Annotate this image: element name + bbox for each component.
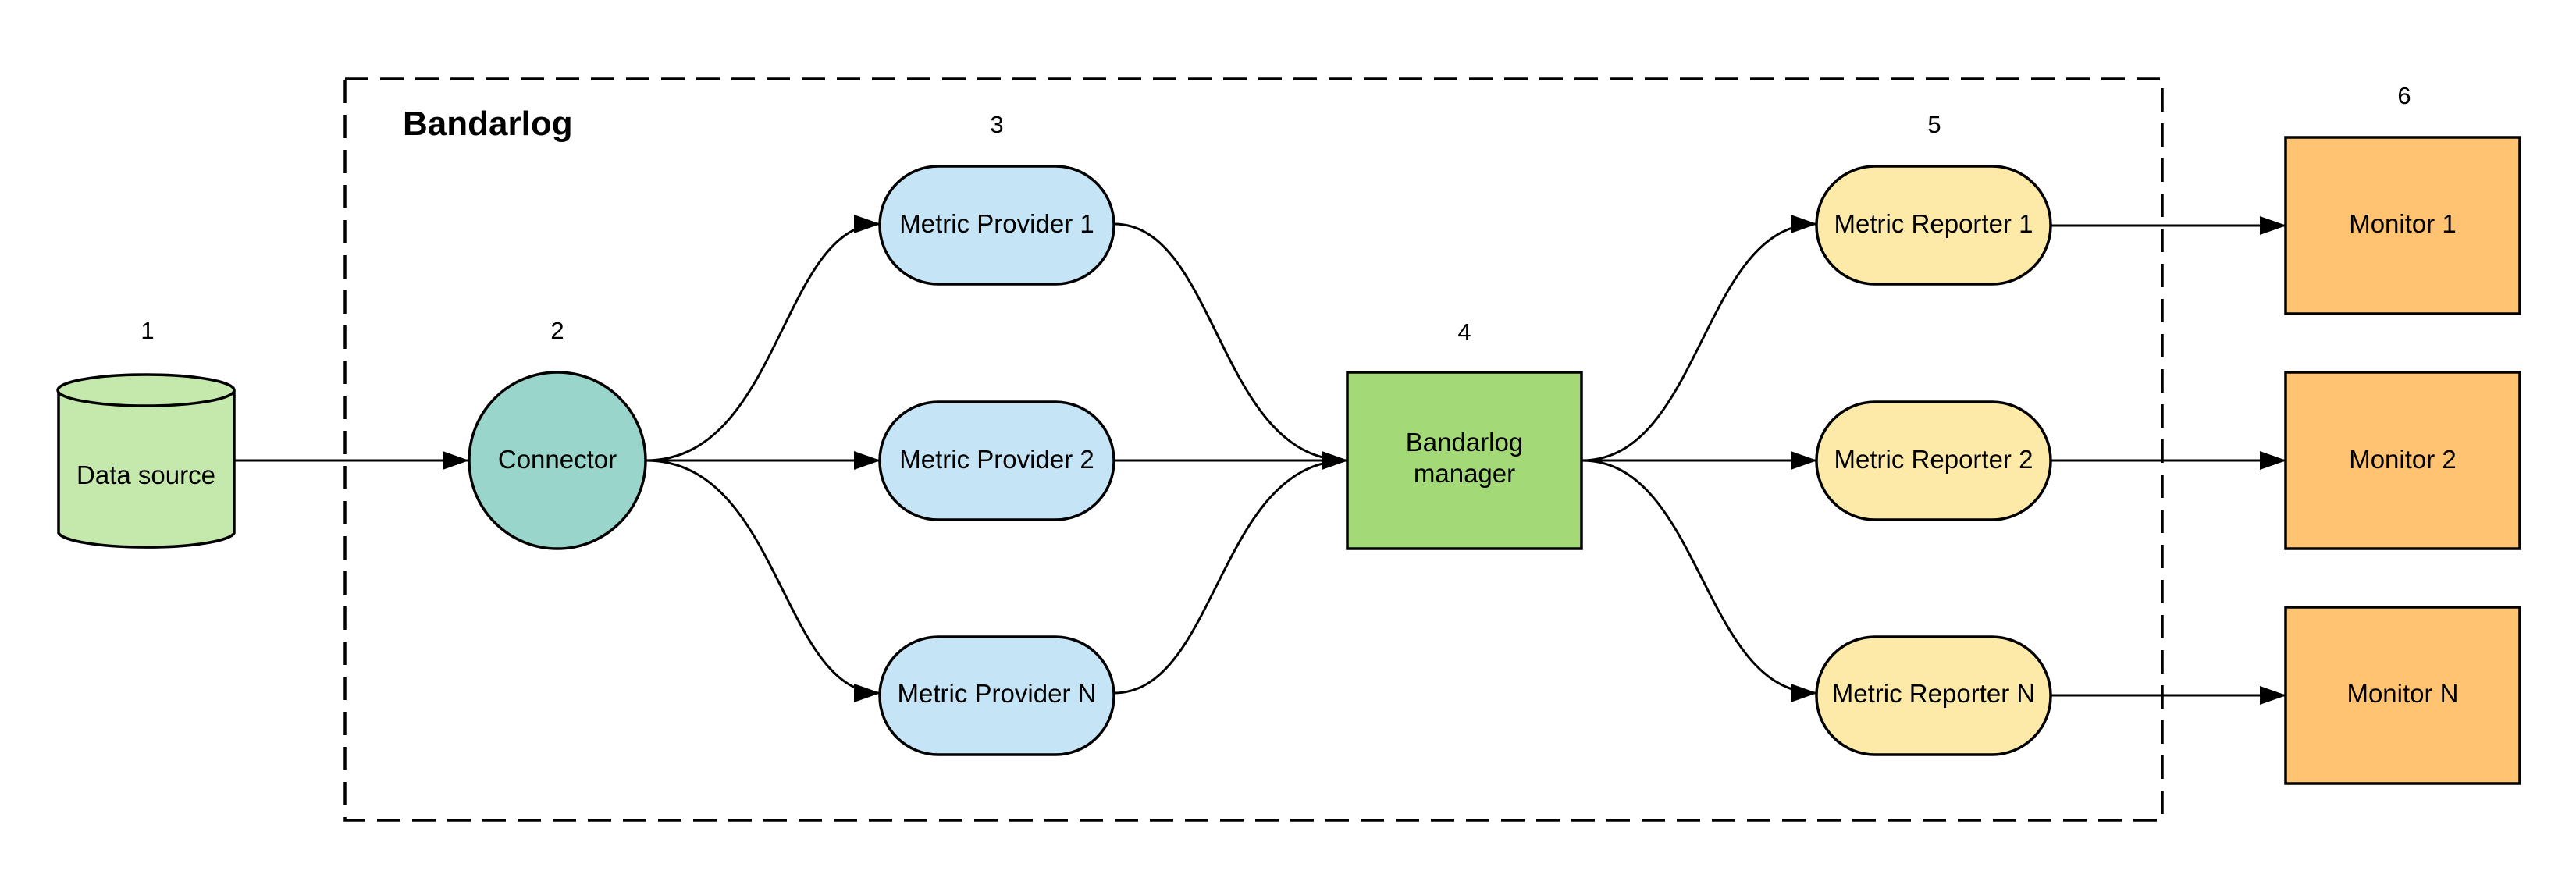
edge-provider-n-to-manager xyxy=(1113,451,1348,695)
data-source-label: Data source xyxy=(76,460,215,489)
metric-reporter-n-label: Metric Reporter N xyxy=(1832,679,2035,708)
data-source-node: Data source xyxy=(56,373,236,549)
connector-label: Connector xyxy=(498,445,617,474)
metric-provider-1: Metric Provider 1 xyxy=(878,165,1115,286)
monitor-n-label: Monitor N xyxy=(2347,679,2458,708)
edge-connector-to-provider-n xyxy=(645,459,881,702)
bandarlog-manager-node: Bandarlog manager xyxy=(1346,371,1583,550)
monitor-1: Monitor 1 xyxy=(2284,136,2521,315)
edges xyxy=(234,215,2286,705)
manager-label-line-1: Bandarlog xyxy=(1406,428,1523,457)
step-number-4: 4 xyxy=(1457,318,1471,346)
step-number-2: 2 xyxy=(550,317,564,344)
monitor-2: Monitor 2 xyxy=(2284,371,2521,550)
monitor-1-label: Monitor 1 xyxy=(2349,209,2457,238)
metric-provider-2: Metric Provider 2 xyxy=(878,400,1115,521)
edge-manager-to-reporter-1 xyxy=(1581,215,1817,462)
monitor-2-label: Monitor 2 xyxy=(2349,445,2457,474)
metric-reporter-2: Metric Reporter 2 xyxy=(1815,400,2052,521)
container-title: Bandarlog xyxy=(403,105,573,143)
metric-reporter-1: Metric Reporter 1 xyxy=(1815,165,2052,286)
step-number-3: 3 xyxy=(990,111,1003,138)
connector-circle xyxy=(468,371,647,550)
data-source-body xyxy=(57,390,236,549)
manager-label-line-2: manager xyxy=(1414,459,1515,488)
edge-manager-to-reporter-n xyxy=(1581,459,1817,702)
step-number-6: 6 xyxy=(2397,82,2411,109)
metric-provider-n: Metric Provider N xyxy=(878,635,1115,756)
metric-reporter-2-label: Metric Reporter 2 xyxy=(1834,445,2033,474)
edge-provider-1-to-manager xyxy=(1113,222,1348,470)
metric-provider-1-label: Metric Provider 1 xyxy=(899,209,1094,238)
edge-connector-to-provider-1 xyxy=(645,215,881,462)
connector-node: Connector xyxy=(468,371,647,550)
metric-reporter-n: Metric Reporter N xyxy=(1815,635,2052,756)
bandarlog-container xyxy=(343,77,2164,822)
data-source-top xyxy=(56,373,236,407)
step-number-5: 5 xyxy=(1927,111,1941,138)
step-number-1: 1 xyxy=(141,317,154,344)
metric-provider-n-label: Metric Provider N xyxy=(898,679,1097,708)
monitor-n: Monitor N xyxy=(2284,606,2521,785)
metric-reporter-1-label: Metric Reporter 1 xyxy=(1834,209,2033,238)
metric-provider-2-label: Metric Provider 2 xyxy=(899,445,1094,474)
